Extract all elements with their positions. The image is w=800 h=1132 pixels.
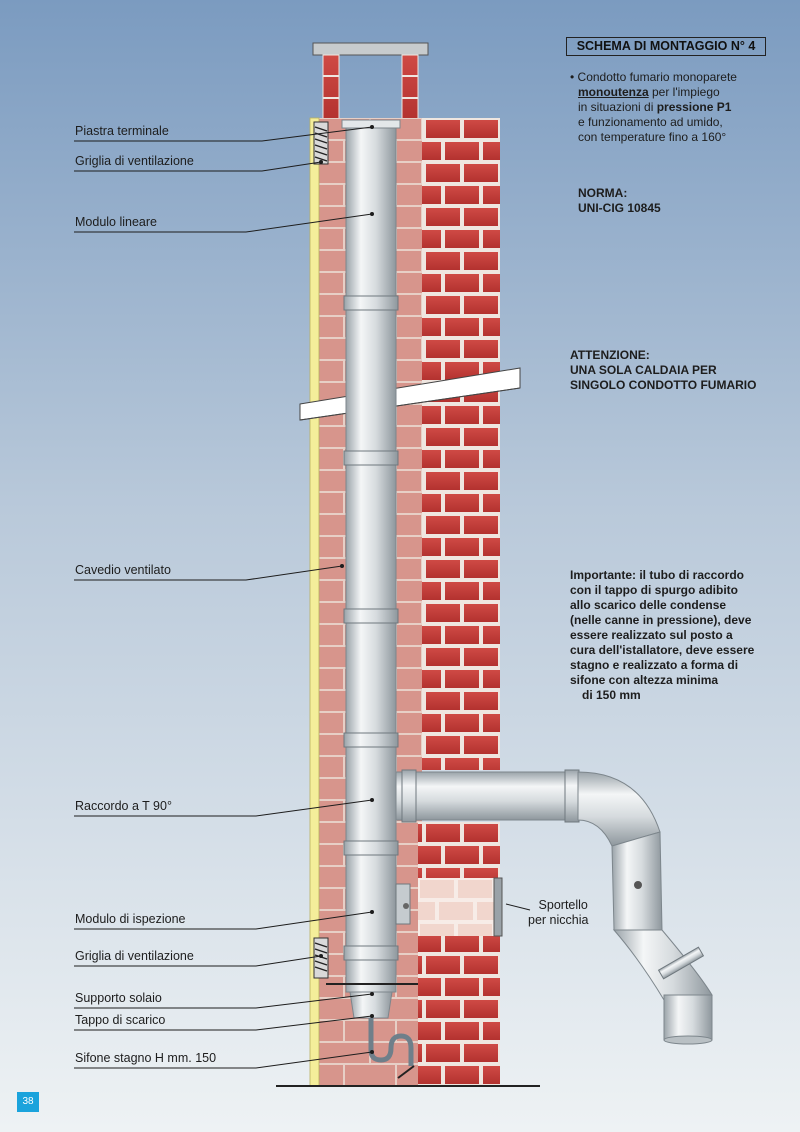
description-line5: con temperature fino a 160°: [578, 130, 727, 144]
pipe-joints: [343, 295, 399, 961]
label-piastra-terminale: Piastra terminale: [75, 124, 169, 138]
norma-line1: NORMA:: [578, 186, 628, 200]
t-connector-branch: [395, 771, 577, 821]
attenzione-line3: SINGOLO CONDOTTO FUMARIO: [570, 378, 757, 392]
description-line4: e funzionamento ad umido,: [578, 115, 723, 129]
leader-lines: [74, 126, 531, 1069]
outer-brick-wall-lower: [418, 822, 500, 1086]
importante-line: (nelle canne in pressione), deve: [570, 613, 752, 627]
niche-hatch: [493, 877, 503, 937]
importante-line: di 150 mm: [582, 688, 641, 702]
drop-pipe: [611, 831, 663, 931]
description-line1: Condotto fumario monoparete: [577, 70, 737, 84]
norma-block: NORMA: UNI-CIG 10845: [578, 186, 661, 216]
attenzione-line1: ATTENZIONE:: [570, 348, 650, 362]
drain-cap: [349, 991, 393, 1019]
chimney-stack-right: [401, 54, 419, 121]
label-modulo-lineare: Modulo lineare: [75, 215, 157, 229]
norma-line2: UNI-CIG 10845: [578, 201, 661, 215]
importante-line: con il tappo di spurgo adibito: [570, 583, 738, 597]
importante-line: stagno e realizzato a forma di: [570, 658, 739, 672]
description-line2-rest: per l'impiego: [648, 85, 720, 99]
description-line2-bold: monoutenza: [578, 85, 649, 99]
label-supporto-solaio: Supporto solaio: [75, 991, 162, 1005]
page-number: 38: [17, 1092, 39, 1112]
label-sportello-line1: Sportello: [538, 898, 588, 912]
niche-area: [418, 878, 496, 936]
label-sifone: Sifone stagno H mm. 150: [75, 1051, 217, 1065]
label-raccordo-t: Raccordo a T 90°: [75, 799, 172, 813]
lower-outlet: [663, 994, 713, 1041]
importante-block: Importante: il tubo di raccordo con il t…: [570, 568, 754, 703]
description-line3-start: in situazioni di: [578, 100, 657, 114]
importante-line: essere realizzato sul posto a: [570, 628, 733, 642]
label-griglia-bottom: Griglia di ventilazione: [75, 949, 194, 963]
siphon: [368, 1018, 414, 1066]
importante-line: cura dell'istallatore, deve essere: [570, 643, 755, 657]
chimney-cap: [312, 42, 429, 56]
label-griglia-top: Griglia di ventilazione: [75, 154, 194, 168]
label-modulo-ispezione: Modulo di ispezione: [75, 912, 186, 926]
main-vertical-pipe: [345, 121, 397, 993]
description: • Condotto fumario monoparete monoutenza…: [570, 70, 737, 145]
outer-brick-wall-upper: [422, 118, 500, 770]
vent-grille-top: [313, 121, 329, 165]
importante-line: allo scarico delle condense: [570, 598, 727, 612]
description-line3-bold: pressione P1: [656, 100, 732, 114]
chimney-stack-left: [322, 54, 340, 121]
label-sportello: Sportello per nicchia: [528, 898, 588, 928]
attenzione-block: ATTENZIONE: UNA SOLA CALDAIA PER SINGOLO…: [570, 348, 756, 393]
importante-line: sifone con altezza minima: [570, 673, 719, 687]
label-tappo-scarico: Tappo di scarico: [75, 1013, 166, 1027]
importante-line: Importante: il tubo di raccordo: [570, 568, 745, 582]
inspection-door: [395, 883, 411, 925]
bullet: •: [570, 70, 575, 84]
attenzione-line2: UNA SOLA CALDAIA PER: [570, 363, 717, 377]
label-sportello-line2: per nicchia: [528, 913, 589, 927]
schema-title: SCHEMA DI MONTAGGIO N° 4: [566, 37, 766, 56]
label-cavedio-ventilato: Cavedio ventilato: [75, 563, 171, 577]
